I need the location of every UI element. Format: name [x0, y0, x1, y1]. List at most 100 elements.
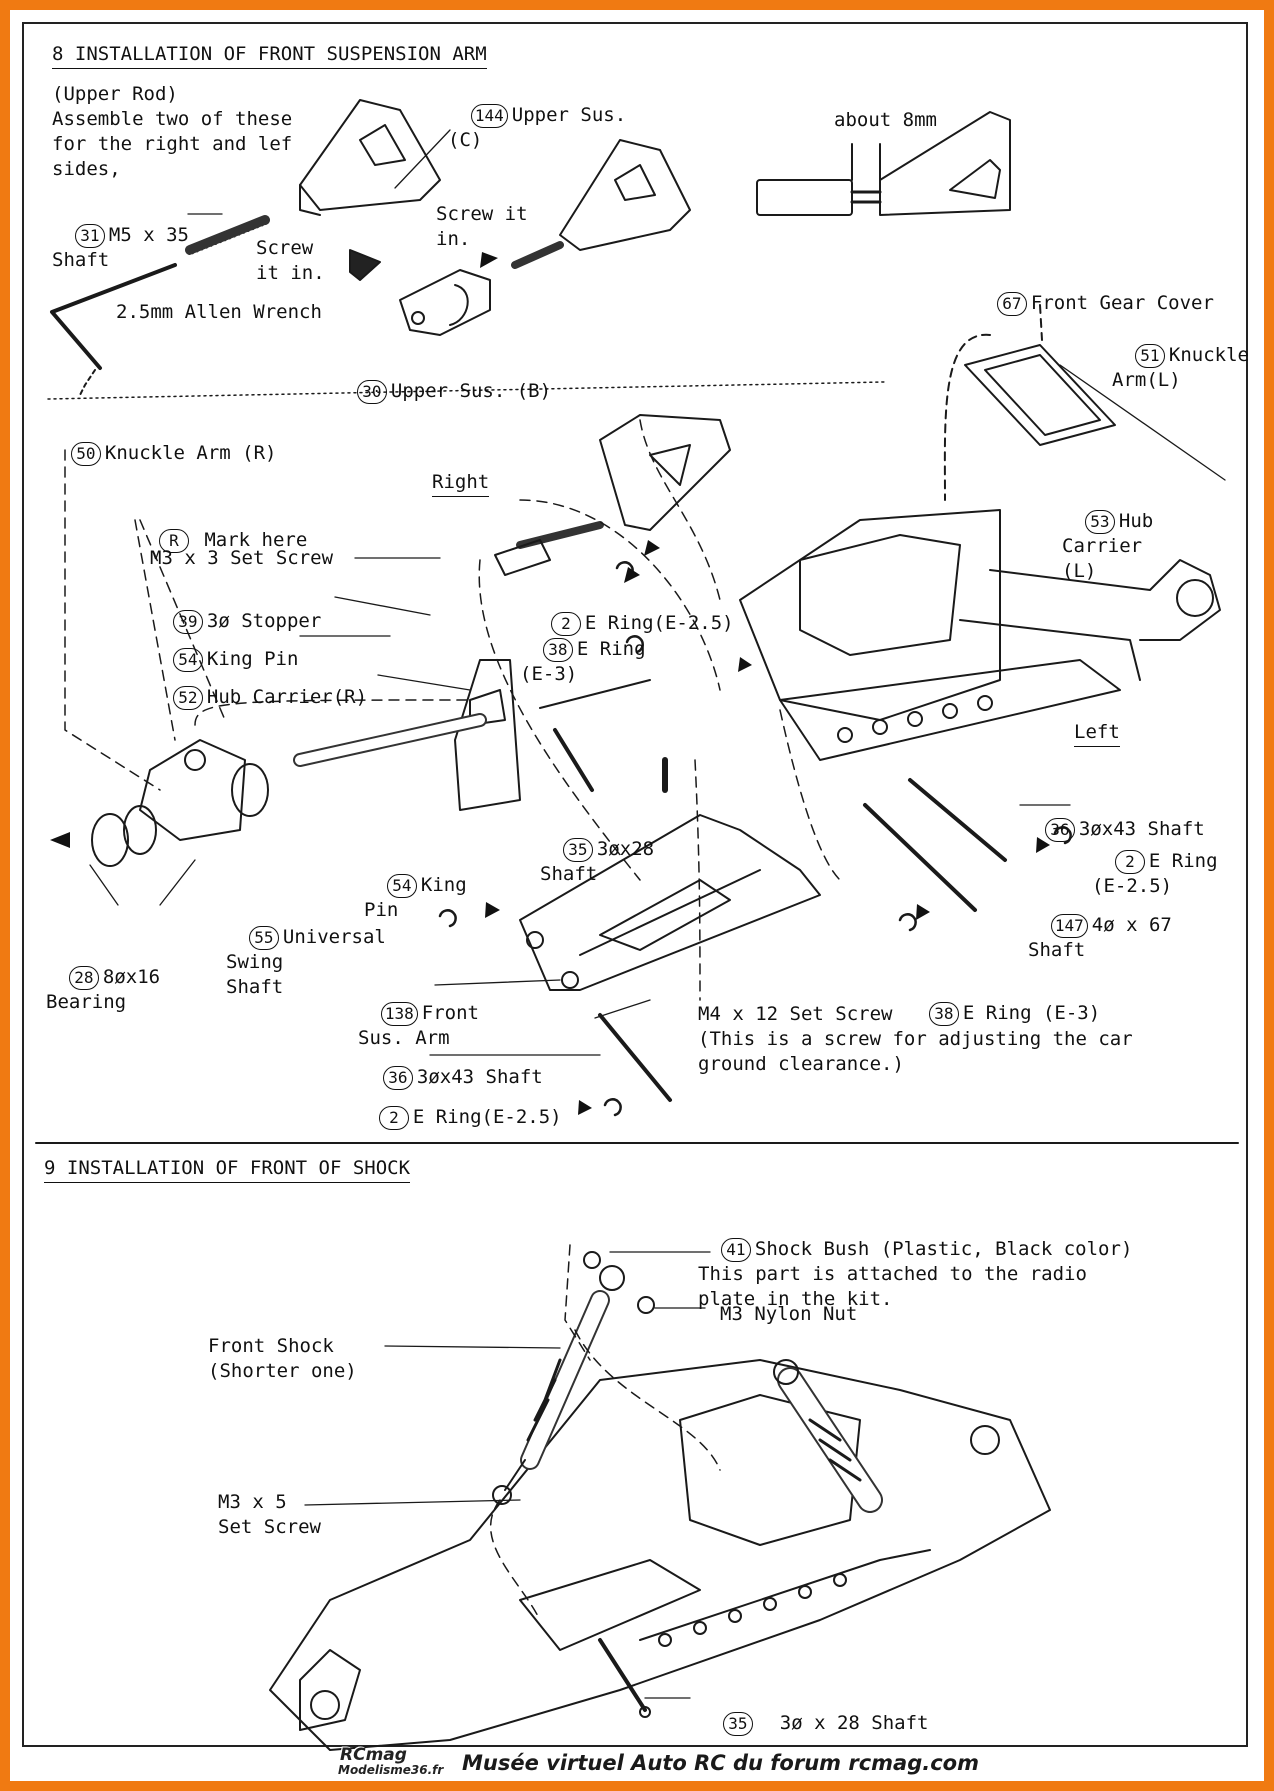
- chassis-with-shocks-drawing: [269, 1359, 1051, 1751]
- shaft-3x28-a: [553, 728, 594, 792]
- part-number-badge: 2: [1114, 850, 1145, 874]
- screw-it-in-note-2: Screw it in.: [436, 203, 528, 250]
- part-number-badge: 35: [562, 838, 593, 862]
- upper-sus-c-assembled-drawing: [511, 139, 691, 269]
- part-number-badge: 2: [378, 1106, 409, 1130]
- part-number-badge: 138: [380, 1002, 418, 1026]
- about-8mm-drawing: [756, 111, 1011, 216]
- instruction-sheet: [22, 22, 1248, 1747]
- front-gear-cover-drawing: [964, 344, 1116, 446]
- part-number-badge: 53: [1084, 510, 1115, 534]
- part-name: 3ø Stopper: [206, 610, 322, 632]
- part-name: 3øx28 Shaft: [540, 838, 655, 885]
- part-name: Universal Swing Shaft: [226, 926, 386, 998]
- part-name: E Ring (E-3): [962, 1002, 1101, 1024]
- part-name: M5 x 35 Shaft: [52, 224, 189, 271]
- part-number-badge: 28: [68, 966, 99, 990]
- part-name: 3øx43 Shaft: [416, 1066, 543, 1088]
- m5-shaft-drawing: [185, 215, 270, 257]
- modelisme36-logo-text: Modelisme36.fr: [338, 1763, 444, 1777]
- part-name: E Ring (E-2.5): [1092, 850, 1218, 897]
- part-name: E Ring(E-2.5): [584, 612, 734, 634]
- part-name: 4ø x 67 Shaft: [1028, 914, 1172, 961]
- upper-sus-b-drawing: [399, 269, 491, 336]
- label-m3x3-set-screw: M3 x 3 Set Screw: [150, 547, 334, 569]
- part-name: E Ring (E-3): [520, 638, 646, 685]
- hub-carrier-right-drawing: [454, 659, 521, 811]
- part-number-badge: 51: [1134, 344, 1165, 368]
- part-name: King Pin: [364, 874, 467, 921]
- part-number-badge: 39: [172, 610, 203, 634]
- part-number-badge: 2: [550, 612, 581, 636]
- knuckle-arm-right-drawing: [91, 739, 269, 867]
- label-3x28-shaft-b: 35 3ø x 28 Shaft: [700, 1686, 929, 1736]
- part-number-badge: 36: [382, 1066, 413, 1090]
- label-m3x5-set-screw: M3 x 5 Set Screw: [218, 1491, 321, 1538]
- part-name: Upper Sus. (B): [390, 380, 552, 402]
- shaft-4x67: [863, 803, 977, 912]
- part-number-badge: 31: [74, 224, 105, 248]
- part-name: Hub Carrier(R): [206, 686, 368, 708]
- part-name: Shock Bush (Plastic, Black color) This p…: [698, 1238, 1133, 1310]
- part-name: Hub Carrier (L): [1062, 510, 1154, 582]
- part-number-badge: 54: [172, 648, 203, 672]
- shock-bush-drawing: [583, 1251, 655, 1314]
- part-name: Mark here: [204, 529, 308, 551]
- upper-arm-right-drawing: [494, 414, 731, 576]
- part-name: Knuckle Arm(L): [1112, 344, 1249, 391]
- front-shock-left-drawing: [492, 1265, 625, 1505]
- label-front-shock: Front Shock (Shorter one): [208, 1335, 357, 1382]
- part-name: King Pin: [206, 648, 299, 670]
- part-number-badge: 147: [1050, 914, 1088, 938]
- footer-tagline: Musée virtuel Auto RC du forum rcmag.com: [462, 1751, 979, 1775]
- section-8-title: 8 INSTALLATION OF FRONT SUSPENSION ARM: [52, 42, 487, 69]
- gearbox-drawing: [739, 509, 1221, 761]
- rcmag-logo-text: RCmag: [340, 1745, 407, 1765]
- part-name: 8øx16 Bearing: [46, 966, 161, 1013]
- label-about-8mm: about 8mm: [834, 109, 937, 131]
- part-name: E Ring(E-2.5): [412, 1106, 562, 1128]
- drive-shaft-drawing: [293, 679, 651, 767]
- screw-it-in-note-1: Screw it in.: [256, 237, 325, 284]
- part-name: Knuckle Arm (R): [104, 442, 277, 464]
- label-mark-here: R Mark here: [136, 503, 307, 553]
- part-number-badge: 30: [356, 380, 387, 404]
- part-name: 3øx43 Shaft: [1078, 818, 1205, 840]
- shaft-3x28-b: [598, 1638, 647, 1712]
- part-number-badge: 52: [172, 686, 203, 710]
- upper-rod-note: (Upper Rod) Assemble two of these for th…: [52, 83, 293, 180]
- mark-r-badge: R: [158, 529, 189, 553]
- part-name: Front Sus. Arm: [358, 1002, 479, 1049]
- upper-sus-c-drawing: [299, 99, 441, 216]
- footer: RCmag Modelisme36.fr Musée virtuel Auto …: [0, 1747, 1274, 1781]
- part-name: Upper Sus. (C): [448, 104, 627, 151]
- label-right-side: Right: [432, 470, 490, 497]
- shaft-3x43-a: [908, 778, 1007, 862]
- part-name: Front Gear Cover: [1030, 292, 1214, 314]
- section-9-title: 9 INSTALLATION OF FRONT OF SHOCK: [44, 1156, 411, 1183]
- part-name: 3ø x 28 Shaft: [779, 1712, 929, 1734]
- part-number-badge: 144: [470, 104, 508, 128]
- label-left-side: Left: [1074, 720, 1120, 747]
- part-number-badge: 50: [70, 442, 101, 466]
- part-number-badge: 36: [1044, 818, 1075, 842]
